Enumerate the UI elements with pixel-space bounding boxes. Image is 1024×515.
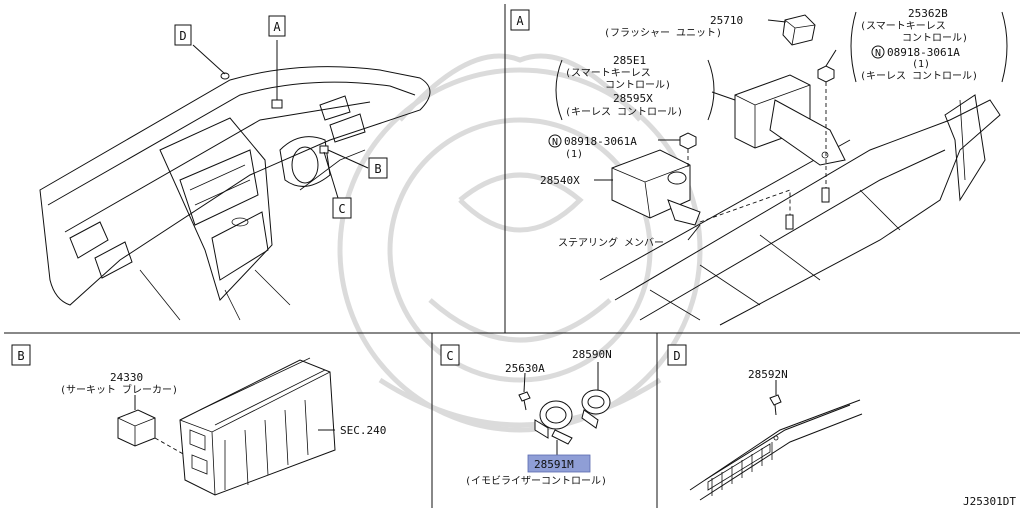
part-name-24330: (サーキット ブレーカー) xyxy=(60,383,178,396)
part-number-25362b: 25362B xyxy=(908,7,948,20)
svg-text:B: B xyxy=(374,162,381,176)
part-name-28595x: (キーレス コントロール) xyxy=(565,107,683,118)
part-name-285e1-2: コントロール) xyxy=(605,80,671,91)
nut-qty-right: (1) xyxy=(912,59,930,70)
nut-symbol-left: N xyxy=(548,134,562,148)
overview-callout-c[interactable]: C xyxy=(332,197,352,219)
svg-text:D: D xyxy=(179,29,186,43)
section-d-label: D xyxy=(667,344,687,366)
panel-borders xyxy=(4,4,1020,508)
part-name-25362b-1: (スマートキーレス xyxy=(860,21,946,32)
part-number-25710: 25710 xyxy=(710,14,743,27)
part-number-28540x: 28540X xyxy=(540,174,580,187)
section-a-labels: 25710 (フラッシャー ユニット) 25362B (スマートキーレス コント… xyxy=(540,7,1008,249)
part-number-28591m[interactable]: 28591M xyxy=(534,458,574,471)
sec-240-reference: SEC.240 xyxy=(340,424,386,437)
section-d-drawing xyxy=(689,380,863,501)
svg-text:C: C xyxy=(446,349,453,363)
svg-text:D: D xyxy=(673,349,680,363)
part-number-24330: 24330 xyxy=(110,371,143,384)
overview-callout-a[interactable]: A xyxy=(268,15,286,37)
part-number-285e1: 285E1 xyxy=(613,54,646,67)
part-name-25362b-2: コントロール) xyxy=(902,33,968,44)
steering-member-label: ステアリング メンバー xyxy=(558,236,664,249)
svg-text:B: B xyxy=(17,349,24,363)
svg-text:A: A xyxy=(516,14,524,28)
section-c-drawing xyxy=(518,362,611,456)
section-b-label: B xyxy=(11,344,31,366)
watermark-emblem xyxy=(337,53,703,433)
nut-part-number-left: 08918-3061A xyxy=(564,135,637,148)
section-b-drawing xyxy=(117,357,336,496)
section-c-labels: 25630A 28590N 28591M (イモビライザーコントロール) xyxy=(465,348,612,487)
part-name-28591m: (イモビライザーコントロール) xyxy=(465,475,607,487)
drawing-code: J25301DT xyxy=(963,495,1016,508)
svg-text:A: A xyxy=(273,20,281,34)
section-a-label: A xyxy=(510,9,530,31)
overview-callout-d[interactable]: D xyxy=(174,24,192,46)
section-a-drawing xyxy=(594,14,1001,326)
nut-symbol-right: N xyxy=(871,45,885,59)
part-name-25710: (フラッシャー ユニット) xyxy=(604,27,722,39)
part-number-28595x: 28595X xyxy=(613,92,653,105)
nut-note-right: (キーレス コントロール) xyxy=(860,71,978,82)
svg-text:N: N xyxy=(552,137,558,148)
svg-text:C: C xyxy=(338,202,345,216)
part-highlight-28591m[interactable] xyxy=(527,454,591,473)
part-name-285e1-1: (スマートキーレス xyxy=(565,68,651,79)
part-number-25630a: 25630A xyxy=(505,362,545,375)
section-b-labels: 24330 (サーキット ブレーカー) SEC.240 xyxy=(60,371,386,437)
section-c-label: C xyxy=(440,344,460,366)
svg-text:N: N xyxy=(875,48,881,59)
section-d-labels: 28592N xyxy=(748,368,788,381)
nut-part-number-right: 08918-3061A xyxy=(887,46,960,59)
overview-dashboard xyxy=(39,40,431,321)
nut-qty-left: (1) xyxy=(565,149,583,160)
part-number-28590n: 28590N xyxy=(572,348,612,361)
part-number-28592n: 28592N xyxy=(748,368,788,381)
overview-callout-b[interactable]: B xyxy=(368,157,388,179)
